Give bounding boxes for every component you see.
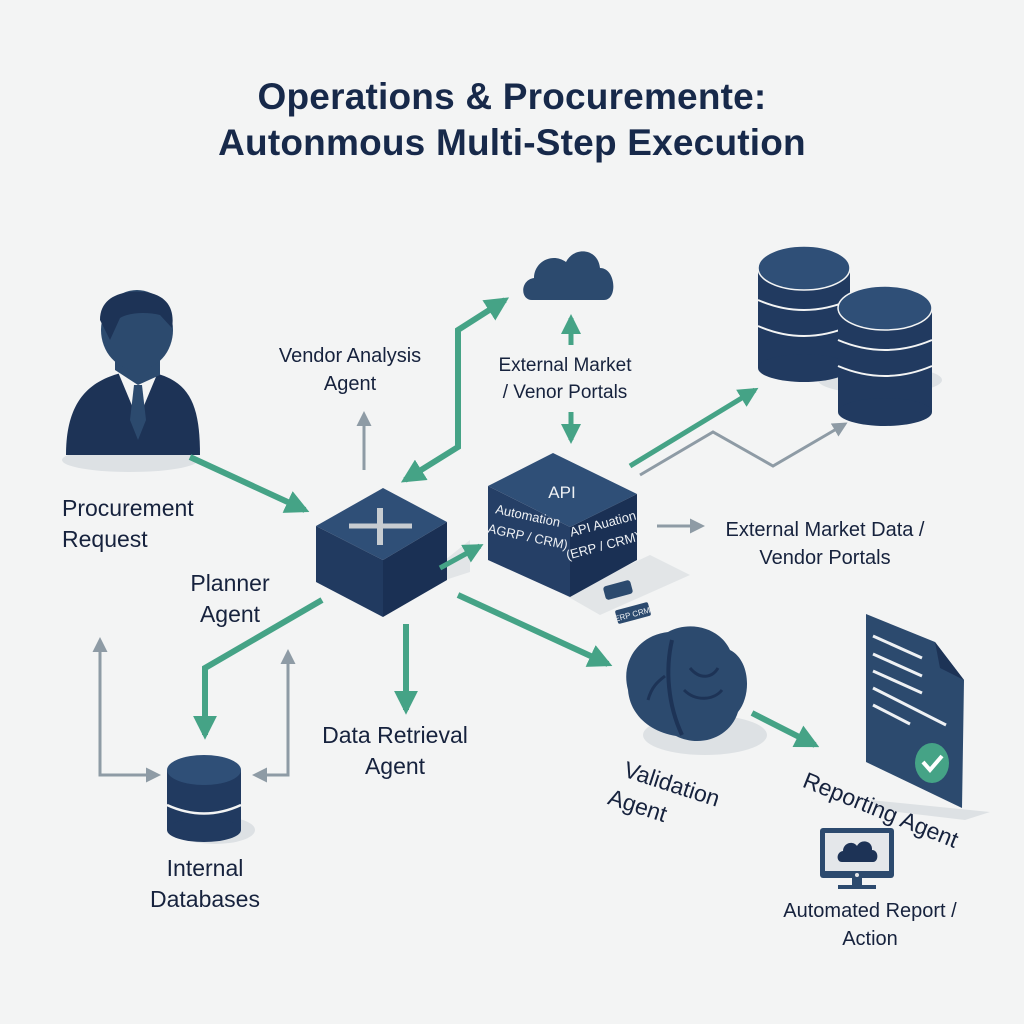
automated-report-label: Automated Report / Action (755, 897, 985, 953)
procurement-request-line-2: Request (62, 526, 148, 552)
data-retrieval-line-1: Data Retrieval (322, 722, 468, 748)
vendor-analysis-line-2: Agent (323, 373, 377, 395)
arrow-request-to-planner (188, 454, 310, 513)
procurement-request-label: Procurement Request (62, 493, 194, 555)
data-retrieval-line-2: Agent (364, 753, 426, 779)
arrow-internal-db-left (92, 637, 161, 783)
brain-icon (626, 626, 767, 755)
planner-agent-line-2: Agent (199, 601, 261, 627)
internal-databases-line-2: Databases (150, 886, 260, 912)
vendor-analysis-line-1: Vendor Analysis (278, 345, 422, 367)
external-market-right-line-1: External Market Data / (725, 519, 925, 541)
internal-databases-label: Internal Databases (130, 853, 280, 915)
external-market-top-line-2: / Venor Portals (502, 382, 628, 403)
planner-agent-line-1: Planner (190, 570, 270, 596)
arrow-api-to-db-stack (628, 387, 759, 469)
monitor-cloud-icon (820, 828, 894, 889)
person-icon (62, 290, 200, 472)
planner-cube-icon (316, 488, 470, 617)
database-icon (166, 755, 255, 844)
vendor-analysis-agent-label: Vendor Analysis Agent (250, 342, 450, 398)
external-market-right-line-2: Vendor Portals (759, 547, 891, 569)
api-top-label: API (548, 483, 575, 502)
arrow-planner-to-validation (456, 592, 613, 667)
title-line-1: Operations & Procuremente: (257, 76, 767, 117)
title-line-2: Autonmous Multi-Step Execution (218, 122, 806, 163)
api-cube-icon (488, 453, 690, 624)
arrow-planner-to-internal-db (193, 597, 324, 740)
external-market-right-label: External Market Data / Vendor Portals (710, 516, 940, 572)
database-stack-icon (757, 245, 942, 426)
data-retrieval-agent-label: Data Retrieval Agent (300, 720, 490, 782)
cloud-icon (523, 251, 614, 300)
arrow-planner-cloud (400, 297, 510, 483)
automated-report-line-1: Automated Report / (783, 900, 957, 922)
procurement-request-line-1: Procurement (62, 495, 194, 521)
external-market-top-label: External Market / Venor Portals (470, 352, 660, 406)
arrow-planner-to-api (438, 543, 484, 571)
planner-agent-label: Planner Agent (170, 568, 290, 630)
internal-databases-line-1: Internal (166, 855, 244, 881)
document-check-icon (866, 614, 990, 820)
arrow-trend-gray (639, 422, 848, 477)
arrow-validation-to-reporting (750, 710, 820, 748)
automated-report-line-2: Action (842, 928, 898, 950)
external-market-top-line-1: External Market (498, 355, 632, 376)
arrow-internal-db-right (252, 649, 296, 783)
